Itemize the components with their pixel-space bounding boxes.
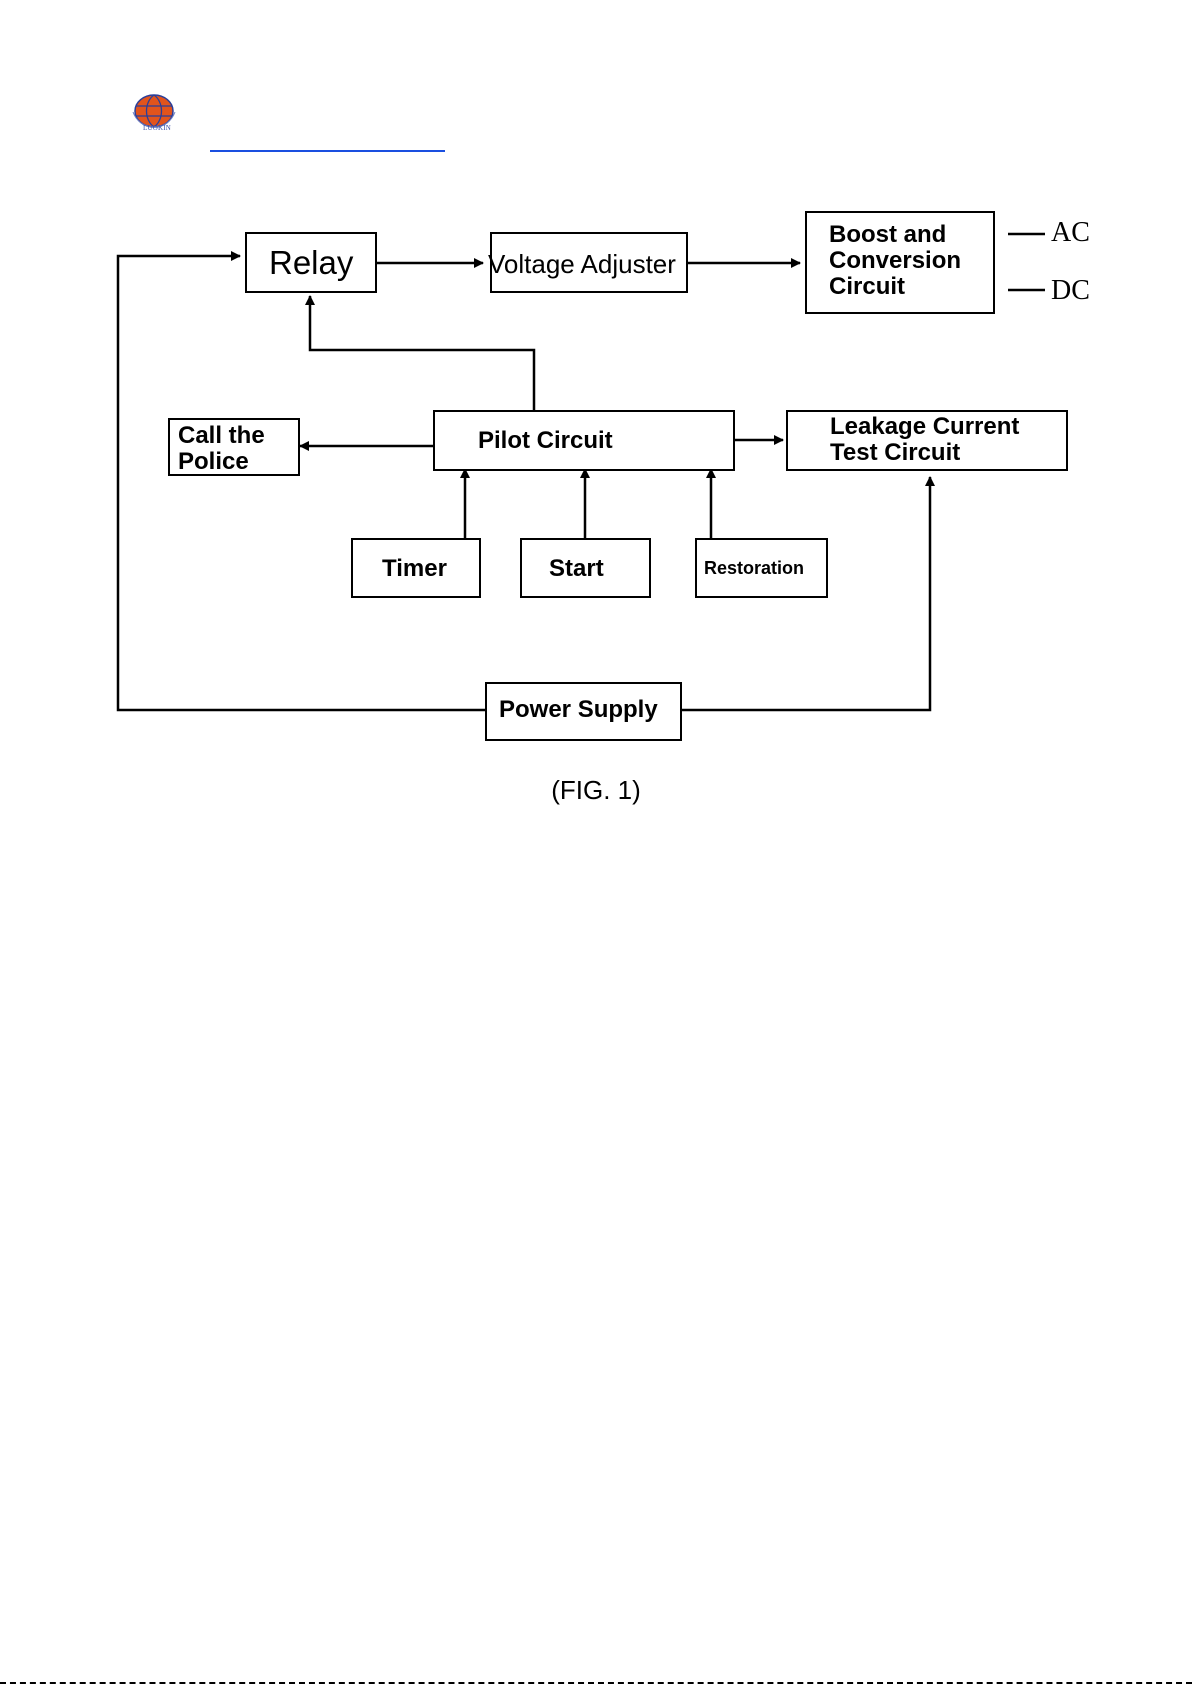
node-leakage-current: Leakage Current Test Circuit — [786, 410, 1068, 471]
page-bottom-dashed-rule — [0, 1682, 1192, 1684]
node-start: Start — [520, 538, 651, 598]
node-boost-conversion-label: Boost and Conversion Circuit — [829, 222, 961, 300]
edge-pilot-relay — [310, 296, 534, 410]
node-power-supply-label: Power Supply — [499, 696, 658, 724]
node-pilot-circuit-label: Pilot Circuit — [478, 427, 613, 455]
node-call-police: Call the Police — [168, 418, 300, 476]
node-power-supply: Power Supply — [485, 682, 682, 741]
edge-power-supply-relay — [118, 256, 485, 710]
figure-caption: (FIG. 1) — [0, 775, 1192, 806]
node-restoration: Restoration — [695, 538, 828, 598]
node-restoration-label: Restoration — [704, 558, 804, 579]
output-dc-label: DC — [1051, 275, 1090, 307]
node-relay-label: Relay — [269, 244, 353, 282]
node-timer: Timer — [351, 538, 481, 598]
node-pilot-circuit: Pilot Circuit — [433, 410, 735, 471]
node-timer-label: Timer — [382, 555, 447, 583]
node-voltage-adjuster-label: Voltage Adjuster — [488, 249, 676, 280]
output-ac-label: AC — [1051, 217, 1090, 249]
node-voltage-adjuster: Voltage Adjuster — [490, 232, 688, 293]
node-call-police-label: Call the Police — [178, 423, 265, 475]
node-boost-conversion: Boost and Conversion Circuit — [805, 211, 995, 314]
node-relay: Relay — [245, 232, 377, 293]
node-start-label: Start — [549, 555, 604, 583]
node-leakage-current-label: Leakage Current Test Circuit — [830, 414, 1019, 466]
